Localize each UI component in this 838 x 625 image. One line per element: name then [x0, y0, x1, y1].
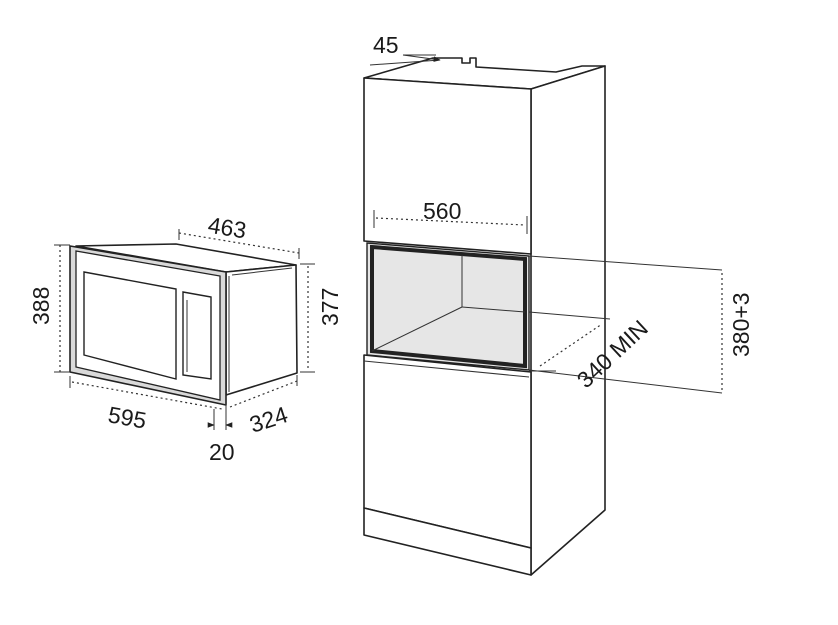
cabinet-drawing: 45 560 340 MIN 380+3 [363, 32, 754, 576]
microwave-height-label: 388 [28, 287, 54, 325]
microwave-body-side [225, 264, 298, 396]
cabinet-niche-height-label: 380+3 [728, 292, 754, 357]
microwave-control-panel [182, 291, 212, 380]
microwave-drawing: 463 388 377 595 324 20 [28, 212, 343, 465]
microwave-body-depth-label: 324 [246, 401, 291, 438]
microwave-width-label: 595 [106, 401, 148, 433]
cabinet-top-offset-label: 45 [373, 32, 399, 58]
microwave-frame-depth-label: 20 [209, 439, 235, 465]
cabinet-niche-width-label: 560 [423, 198, 461, 224]
cabinet-upper-front [363, 77, 532, 255]
cabinet-side [530, 65, 606, 576]
microwave-body-height-label: 377 [317, 288, 343, 326]
cabinet-plinth [363, 507, 532, 576]
microwave-door-window [83, 271, 177, 380]
cabinet-niche-inner [370, 244, 527, 369]
microwave-top-depth-label: 463 [206, 212, 248, 244]
